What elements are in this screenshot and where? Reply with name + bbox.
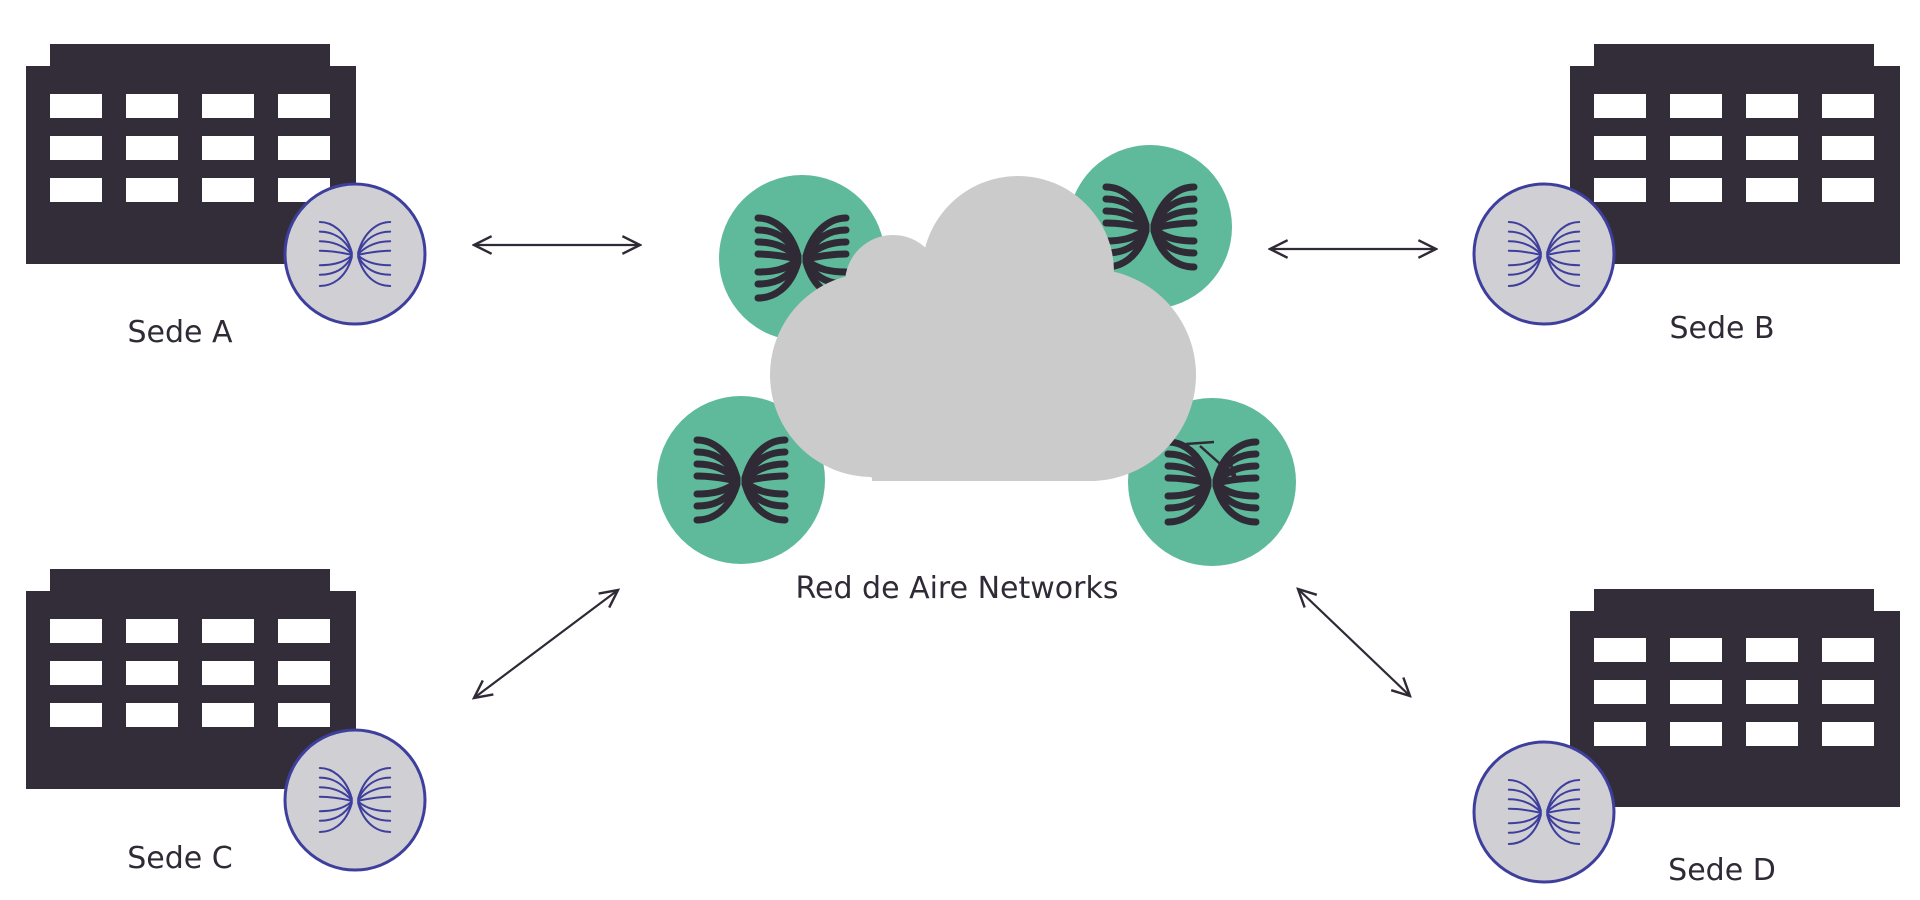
air-network: Red de Aire Networks [657, 145, 1296, 606]
office-building-icon [1570, 589, 1900, 807]
site-badge [283, 182, 427, 326]
office-building-icon [1570, 44, 1900, 264]
network-label: Red de Aire Networks [796, 571, 1119, 606]
site-c: Sede C [26, 569, 427, 876]
site-a: Sede A [26, 44, 427, 350]
site-label: Sede C [127, 841, 232, 876]
connections [474, 245, 1436, 698]
site-label: Sede D [1668, 853, 1776, 888]
link-arrow-d [1298, 589, 1410, 696]
office-building-icon [26, 44, 356, 264]
site-label: Sede A [127, 315, 233, 350]
network-node [657, 396, 825, 564]
site-d: Sede D [1472, 589, 1900, 888]
site-label: Sede B [1669, 311, 1774, 346]
site-b: Sede B [1472, 44, 1900, 346]
cloud-icon [770, 176, 1196, 481]
site-badge [1472, 740, 1616, 884]
link-arrow-c [474, 590, 618, 698]
site-badge [1472, 182, 1616, 326]
site-badge [283, 728, 427, 872]
